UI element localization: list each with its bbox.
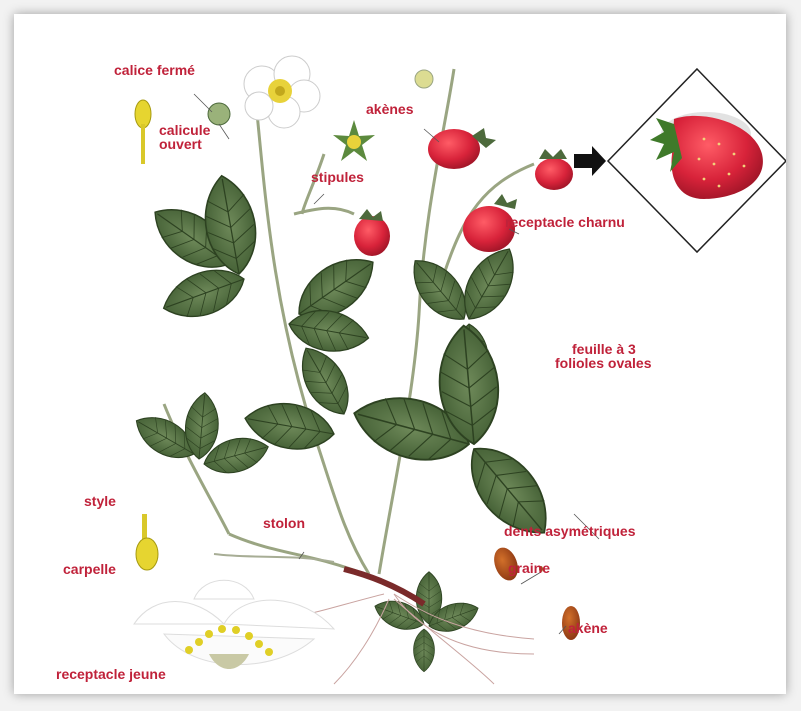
label-ouvert: ouvert [159, 137, 202, 152]
label-receptacle-charnu: receptacle charnu [505, 215, 625, 230]
label-akene: akène [568, 621, 608, 636]
calice-ferme-drawing [135, 100, 151, 164]
label-style: style [84, 494, 116, 509]
label-akenes: akènes [366, 102, 413, 117]
strawberry-photo-diamond [608, 69, 786, 252]
label-calice-ferme: calice fermé [114, 63, 195, 78]
label-carpelle: carpelle [63, 562, 116, 577]
closed-calyx-bud [208, 103, 230, 125]
leaf-left-mid [128, 391, 272, 479]
top-flower [244, 56, 320, 128]
fruit-top-right [535, 149, 573, 190]
crown [344, 569, 424, 604]
label-stolon: stolon [263, 516, 305, 531]
receptacle-jeune-drawing [134, 580, 334, 669]
label-receptacle-jeune: receptacle jeune [56, 667, 166, 682]
fruit-akenes [428, 128, 496, 169]
illustration-frame: calice fermé calicule ouvert akènes stip… [14, 14, 786, 694]
arrow-icon [574, 146, 606, 176]
label-graine: graine [508, 561, 550, 576]
label-folioles-ovales: folioles ovales [555, 356, 651, 371]
leaf-center-left [241, 339, 360, 456]
label-stipules: stipules [311, 170, 364, 185]
fruit-stipules [354, 209, 390, 256]
leaf-upper-left [142, 172, 263, 328]
label-dents-asymetriques: dents asymétriques [504, 524, 636, 539]
style-carpelle-drawing [136, 514, 158, 570]
small-bud [415, 70, 433, 88]
leaf-center-large [347, 323, 565, 550]
open-calyx-star [333, 120, 375, 161]
leaf-upper-middle [286, 244, 386, 357]
